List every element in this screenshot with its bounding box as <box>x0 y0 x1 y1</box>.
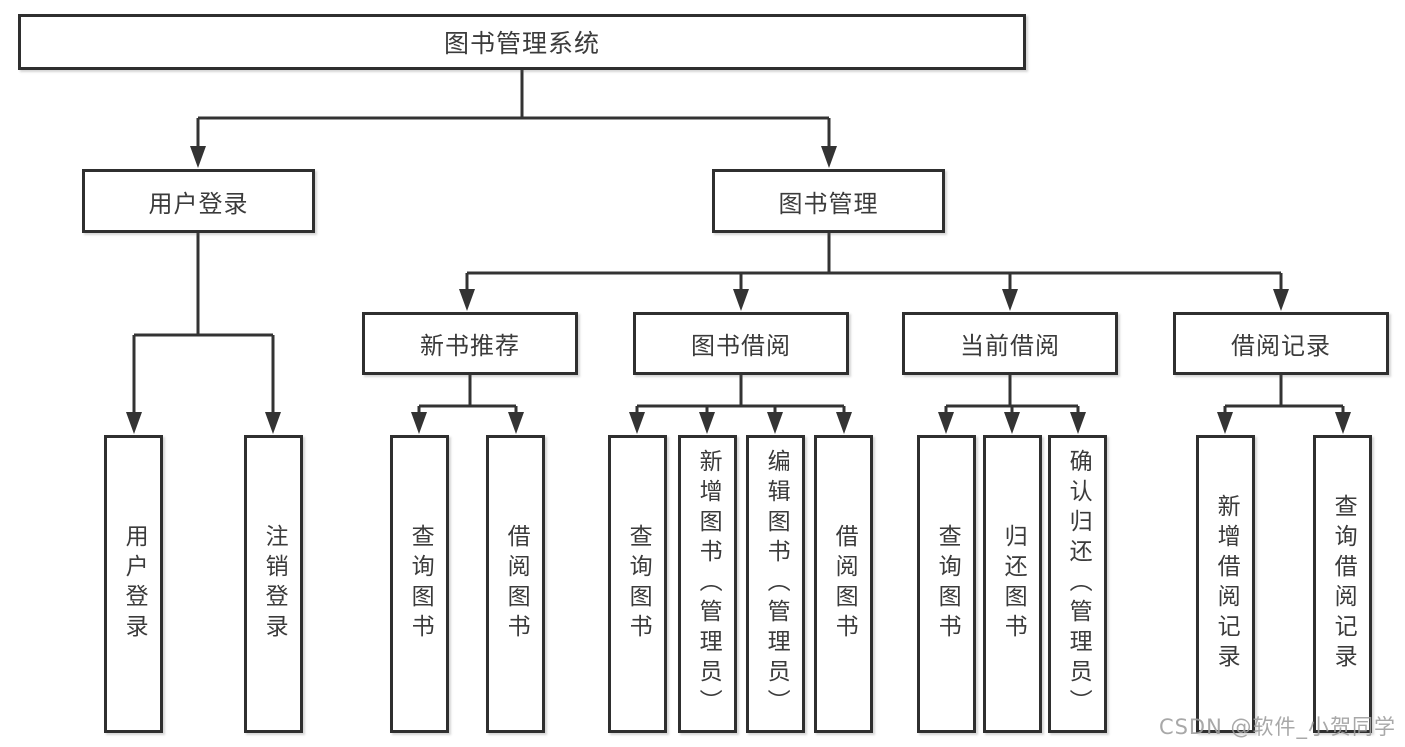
leaf-return-books-label: 归还图书 <box>1000 524 1027 644</box>
leaf-logout: 注销登录 <box>244 435 303 733</box>
node-book-borrowing: 图书借阅 <box>633 312 849 375</box>
node-user-login-label: 用户登录 <box>148 189 249 218</box>
leaf-query-books-recommend: 查询图书 <box>390 435 449 733</box>
leaf-query-books-current: 查询图书 <box>917 435 976 733</box>
node-book-management-label: 图书管理 <box>778 189 879 218</box>
leaf-add-books-admin-label: 新增图书（管理员） <box>695 449 722 719</box>
csdn-watermark: CSDN @软件_小贺同学 <box>1158 715 1396 739</box>
leaf-user-login-label: 用户登录 <box>121 524 148 644</box>
leaf-query-books-borrowing-label: 查询图书 <box>625 524 652 644</box>
leaf-confirm-return-admin: 确认归还（管理员） <box>1048 435 1107 733</box>
node-current-borrowing-label: 当前借阅 <box>960 332 1060 360</box>
leaf-add-books-admin: 新增图书（管理员） <box>678 435 737 733</box>
leaf-borrow-books-recommend-label: 借阅图书 <box>503 524 530 644</box>
leaf-return-books: 归还图书 <box>983 435 1042 733</box>
leaf-user-login: 用户登录 <box>104 435 163 733</box>
leaf-add-borrow-record-label: 新增借阅记录 <box>1213 494 1240 674</box>
node-new-book-recommendation: 新书推荐 <box>362 312 578 375</box>
leaf-logout-label: 注销登录 <box>261 524 288 644</box>
leaf-confirm-return-admin-label: 确认归还（管理员） <box>1065 449 1092 719</box>
leaf-borrow-books-borrowing-label: 借阅图书 <box>831 524 858 644</box>
leaf-query-books-recommend-label: 查询图书 <box>407 524 434 644</box>
node-current-borrowing: 当前借阅 <box>902 312 1118 375</box>
node-borrowing-records-label: 借阅记录 <box>1231 332 1331 360</box>
leaf-edit-books-admin-label: 编辑图书（管理员） <box>763 449 790 719</box>
leaf-query-borrow-record-label: 查询借阅记录 <box>1330 494 1357 674</box>
node-user-login: 用户登录 <box>82 169 315 233</box>
leaf-add-borrow-record: 新增借阅记录 <box>1196 435 1255 733</box>
leaf-query-books-borrowing: 查询图书 <box>608 435 667 733</box>
node-book-borrowing-label: 图书借阅 <box>691 332 791 360</box>
leaf-query-books-current-label: 查询图书 <box>934 524 961 644</box>
node-book-management: 图书管理 <box>712 169 945 233</box>
node-system-root-label: 图书管理系统 <box>443 29 600 58</box>
leaf-edit-books-admin: 编辑图书（管理员） <box>746 435 805 733</box>
leaf-borrow-books-borrowing: 借阅图书 <box>814 435 873 733</box>
leaf-query-borrow-record: 查询借阅记录 <box>1313 435 1372 733</box>
node-borrowing-records: 借阅记录 <box>1173 312 1389 375</box>
node-new-book-recommendation-label: 新书推荐 <box>420 332 520 360</box>
leaf-borrow-books-recommend: 借阅图书 <box>486 435 545 733</box>
node-system-root: 图书管理系统 <box>18 14 1026 70</box>
